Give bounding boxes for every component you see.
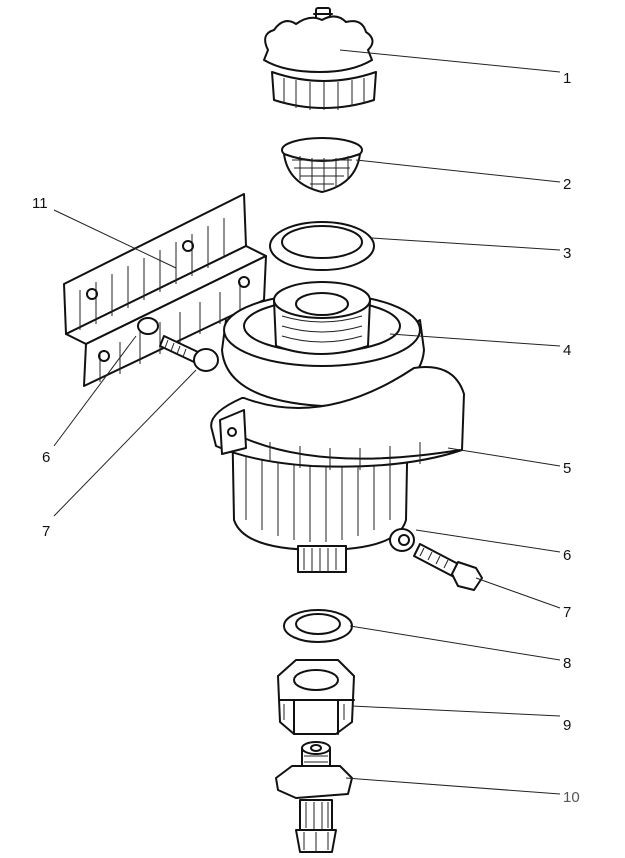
callout-11: 11 (32, 195, 48, 212)
callout-2: 2 (563, 176, 572, 193)
bracket-part (63, 193, 267, 387)
right-washer-part (389, 528, 415, 552)
callout-3: 3 (563, 245, 572, 262)
callout-4: 4 (563, 342, 572, 359)
callout-5: 5 (563, 460, 572, 477)
callout-7-right: 7 (563, 604, 572, 621)
callout-10: 10 (563, 789, 580, 806)
callout-9: 9 (563, 717, 572, 734)
leader-lines (53, 49, 561, 795)
strainer-part (281, 137, 363, 193)
callout-6-left: 6 (42, 449, 51, 466)
callout-1: 1 (563, 70, 572, 87)
left-bolt-part (159, 335, 219, 372)
hex-nut-part (277, 659, 355, 735)
callout-8: 8 (563, 655, 572, 672)
callout-6-right: 6 (563, 547, 572, 564)
right-bolt-part (413, 543, 483, 591)
bottom-gasket-part (283, 609, 353, 643)
fitting-part (275, 741, 353, 853)
callout-7-left: 7 (42, 523, 51, 540)
cap-part (263, 7, 377, 110)
clamp-band-part (210, 366, 465, 470)
top-gasket-part (269, 221, 375, 271)
